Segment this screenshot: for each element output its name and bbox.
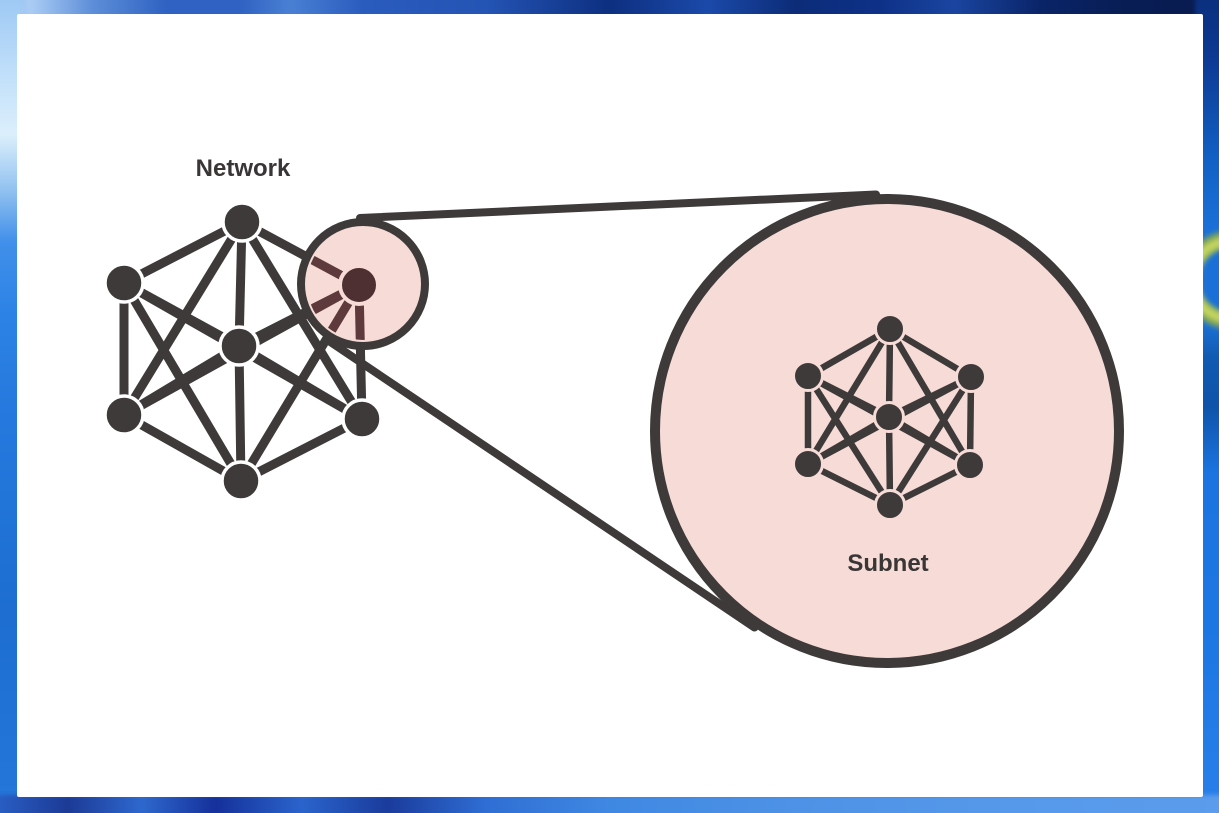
diagram-canvas: Subnet Network [17,14,1203,797]
subnet-node-lower-right [954,449,986,481]
subnet-nodes [792,313,987,521]
highlighted-edge-stub [307,282,363,340]
highlighted-node [338,264,380,306]
wallpaper-left-strip [0,0,22,813]
network-node-bottom [220,460,262,502]
subnet-node-bottom [874,489,906,521]
subnet-label: Subnet [847,550,928,577]
zoom-tangent-line-bottom [322,335,759,632]
subnet-node-upper-left [792,360,824,392]
network-subnet-diagram: Subnet Network [103,155,1124,668]
network-edge [234,345,246,482]
subnet-node-upper-right [955,361,987,393]
wallpaper-bottom-strip [0,795,1219,813]
highlighted-edge-stub [307,281,362,340]
subnet-node-center [873,401,905,433]
network-nodes [103,201,383,502]
zoom-tangent-line-top [356,190,880,222]
highlighted-edge-stub [354,284,367,340]
highlighted-node-edges [307,228,367,340]
network-edge [121,218,245,287]
network-node-lower-right [341,398,383,440]
network-edge [238,414,365,486]
network-node-center [218,325,260,367]
network-node-upper-left [103,262,145,304]
wallpaper-top-strip [0,0,1219,18]
subnet-node-lower-left [792,448,824,480]
network-edge [121,342,242,419]
highlighted-edge-stub [307,228,362,289]
network-node-lower-left [103,394,145,436]
network-edge [236,342,365,423]
network-node-top [221,201,263,243]
subnet-node-top [874,313,906,345]
network-edge [121,411,244,485]
network-label: Network [196,155,291,182]
